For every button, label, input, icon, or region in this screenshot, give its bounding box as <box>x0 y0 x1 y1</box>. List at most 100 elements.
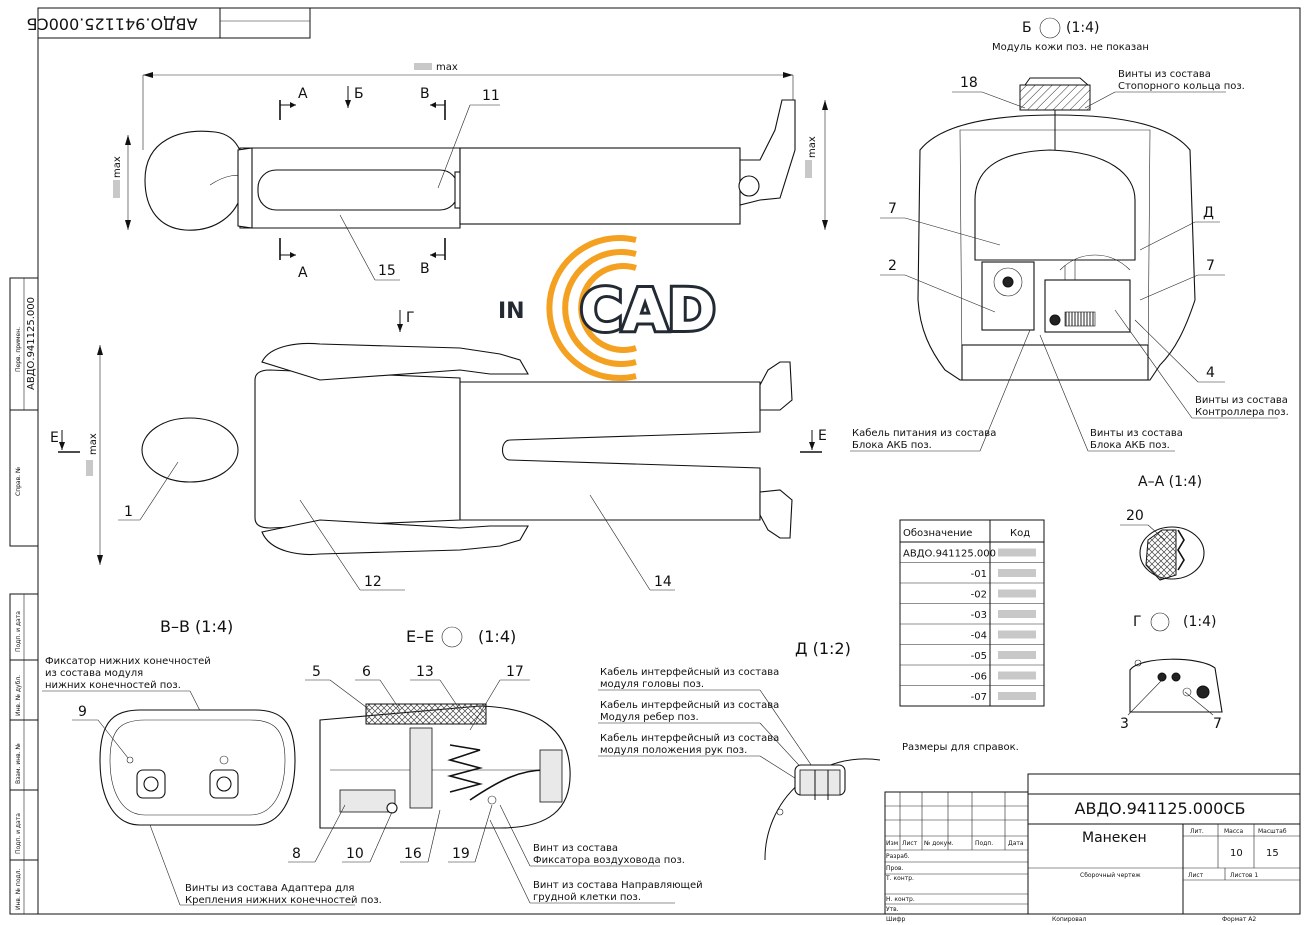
svg-text:модуля положения рук поз.: модуля положения рук поз. <box>600 745 747 756</box>
svg-text:Масштаб: Масштаб <box>1258 828 1287 835</box>
svg-text:17: 17 <box>506 664 524 680</box>
svg-text:из состава модуля: из состава модуля <box>45 668 143 679</box>
svg-text:Лист: Лист <box>902 840 918 847</box>
svg-text:12: 12 <box>364 574 382 590</box>
svg-text:грудной клетки поз.: грудной клетки поз. <box>533 892 641 903</box>
svg-text:16: 16 <box>404 846 422 862</box>
svg-text:Справ. №: Справ. № <box>15 467 22 496</box>
svg-text:7: 7 <box>888 201 897 217</box>
reference-note: Размеры для справок. <box>902 742 1019 753</box>
svg-text:Подп. и дата: Подп. и дата <box>15 813 22 854</box>
svg-text:Винт из состава Направляющей: Винт из состава Направляющей <box>533 880 703 891</box>
svg-text:В: В <box>420 261 430 277</box>
svg-text:3: 3 <box>1120 716 1129 732</box>
code-redacted <box>998 692 1036 700</box>
detail-d: Д (1:2) Кабель интерфейсный из состава м… <box>598 639 881 861</box>
svg-text:max: max <box>807 136 818 158</box>
code-redacted <box>998 548 1036 557</box>
code-table-designation: -04 <box>971 631 987 642</box>
svg-text:15: 15 <box>378 263 396 279</box>
svg-text:Д: Д <box>1203 205 1214 221</box>
view-b: Б (1:4) Модуль кожи поз. не показан 18 В… <box>850 17 1289 452</box>
svg-text:Е: Е <box>818 428 827 444</box>
code-table-designation: -01 <box>971 569 987 580</box>
code-redacted <box>998 671 1036 680</box>
svg-text:Пров.: Пров. <box>886 865 904 872</box>
svg-text:18: 18 <box>960 75 978 91</box>
top-view: max Г Е Е 1 12 14 <box>50 310 827 591</box>
svg-text:19: 19 <box>452 846 470 862</box>
svg-text:7: 7 <box>1206 258 1215 274</box>
left-stamps: Перв. примен. АВДО.941125.000 Справ. № П… <box>9 277 39 915</box>
top-stamp: АВДО.941125.000СБ <box>27 7 311 39</box>
svg-text:max: max <box>436 62 458 73</box>
svg-text:А–А (1:4): А–А (1:4) <box>1138 474 1202 490</box>
code-table: Обозначение Код АВДО.941125.000 -01 -02 -03… <box>899 519 1045 707</box>
code-table-designation: АВДО.941125.000 <box>903 549 996 560</box>
svg-text:Винты из состава: Винты из состава <box>1195 395 1288 406</box>
side-view: max max max А Б В <box>112 62 828 281</box>
svg-text:А: А <box>298 86 308 102</box>
svg-text:Инв. № подл.: Инв. № подл. <box>15 869 22 910</box>
code-table-designation: -07 <box>971 692 987 703</box>
svg-text:10: 10 <box>346 846 364 862</box>
svg-text:Е–Е: Е–Е <box>406 627 434 646</box>
svg-text:№ докум.: № докум. <box>924 840 954 847</box>
svg-text:11: 11 <box>482 88 500 104</box>
svg-text:14: 14 <box>654 574 672 590</box>
svg-text:Копировал: Копировал <box>1052 916 1086 923</box>
svg-text:1: 1 <box>124 504 133 520</box>
code-table-designation: -06 <box>971 672 987 683</box>
svg-text:Кабель питания из состава: Кабель питания из состава <box>852 428 996 439</box>
svg-text:Кабель интерфейсный из состава: Кабель интерфейсный из состава <box>600 733 779 744</box>
svg-text:Подп.: Подп. <box>975 840 993 847</box>
code-redacted <box>998 651 1036 659</box>
svg-text:Лист: Лист <box>1188 872 1204 879</box>
incad-logo: IN CAD <box>498 235 719 381</box>
svg-text:(1:4): (1:4) <box>1183 614 1216 630</box>
svg-text:Фиксатора воздуховода поз.: Фиксатора воздуховода поз. <box>533 855 685 866</box>
svg-text:Модуль кожи поз. не показан: Модуль кожи поз. не показан <box>992 42 1149 53</box>
svg-text:7: 7 <box>1213 716 1222 732</box>
logo-word: CAD <box>580 276 716 344</box>
svg-text:нижних конечностей поз.: нижних конечностей поз. <box>45 680 181 691</box>
svg-text:max: max <box>112 156 123 178</box>
svg-text:Винты из состава: Винты из состава <box>1090 428 1183 439</box>
code-redacted <box>998 569 1036 577</box>
logo-prefix: IN <box>498 299 525 324</box>
svg-text:Утв.: Утв. <box>886 906 899 913</box>
svg-text:6: 6 <box>362 664 371 680</box>
svg-text:Г: Г <box>406 310 415 326</box>
svg-text:Сборочный чертеж: Сборочный чертеж <box>1080 872 1141 879</box>
svg-text:Код: Код <box>1010 528 1030 539</box>
svg-text:Модуля ребер поз.: Модуля ребер поз. <box>600 712 699 723</box>
svg-text:АВДО.941125.000: АВДО.941125.000 <box>26 297 37 390</box>
svg-text:(1:4): (1:4) <box>1066 20 1099 36</box>
code-redacted <box>998 610 1036 618</box>
svg-text:Кабель интерфейсный из состава: Кабель интерфейсный из состава <box>600 700 779 711</box>
section-g: Г (1:4) 3 7 <box>1120 612 1223 732</box>
section-ee: Е–Е (1:4) 5 6 13 17 8 10 16 19 <box>288 626 703 904</box>
svg-text:Стопорного кольца поз.: Стопорного кольца поз. <box>1118 81 1245 92</box>
svg-text:Манекен: Манекен <box>1082 830 1147 846</box>
svg-text:2: 2 <box>888 258 897 274</box>
svg-text:Обозначение: Обозначение <box>903 528 972 539</box>
code-table-designation: -03 <box>971 610 987 621</box>
svg-text:9: 9 <box>78 704 87 720</box>
code-redacted <box>998 630 1036 639</box>
code-table-designation: -05 <box>971 651 987 662</box>
svg-text:Е: Е <box>50 430 59 446</box>
svg-text:Контроллера поз.: Контроллера поз. <box>1195 407 1289 418</box>
svg-text:Б: Б <box>354 86 364 102</box>
svg-text:В–В (1:4): В–В (1:4) <box>160 617 233 636</box>
svg-text:Масса: Масса <box>1224 828 1243 835</box>
section-vv: В–В (1:4) Фиксатор нижних конечностей из… <box>42 617 382 906</box>
top-stamp-text: АВДО.941125.000СБ <box>27 15 198 34</box>
svg-text:5: 5 <box>312 664 321 680</box>
svg-text:Винты из состава: Винты из состава <box>1118 69 1211 80</box>
svg-text:АВДО.941125.000СБ: АВДО.941125.000СБ <box>1075 799 1246 818</box>
svg-text:4: 4 <box>1206 365 1215 381</box>
code-table-designation: -02 <box>971 590 987 601</box>
svg-text:Взам. инв. №: Взам. инв. № <box>15 743 22 784</box>
